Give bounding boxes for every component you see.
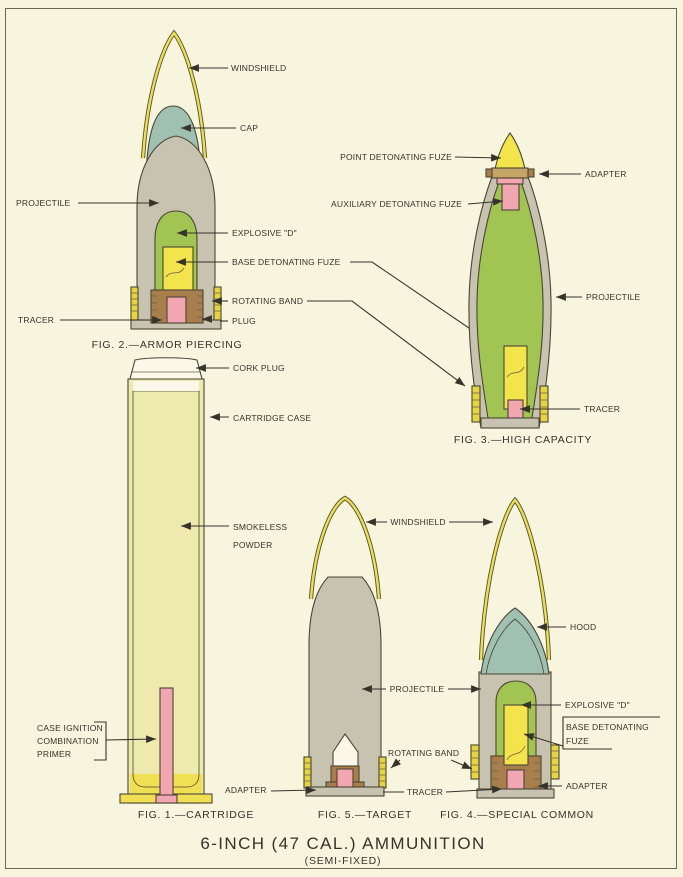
fig3-band-ribs [472,392,548,415]
fig4-fuze-bracket [562,716,660,750]
plate-subtitle: (SEMI-FIXED) [305,855,382,867]
fig4-special-common: HOOD EXPLOSIVE "D" BASE DETONATING FUZE … [440,496,660,821]
fig4-fuze-seam [506,745,526,761]
fig3-fuze-seam [506,366,525,378]
fig4-rotating-band-right [550,744,560,780]
fig2-tracer-label: TRACER [18,315,54,325]
fig4-explosive-label: EXPLOSIVE "D" [565,700,630,710]
fig3-aux-fuze-flange [496,177,524,185]
fig1-primer [159,687,174,797]
fig3-projectile-label: PROJECTILE [586,292,641,302]
fig3-high-capacity: POINT DETONATING FUZE ADAPTER AUXILIARY … [331,132,641,446]
fig3-base-plate [480,417,540,429]
fig5-caption: FIG. 5.—TARGET [318,809,412,821]
fig2-windshield [141,31,207,159]
fig3-adapter-label: ADAPTER [585,169,627,179]
fig3-aux-fuze [501,183,520,211]
fig3-point-fuze-label: POINT DETONATING FUZE [340,152,452,162]
fig4-hood [480,607,550,675]
fig4-windshield [479,498,551,661]
fig1-case-label: CARTRIDGE CASE [233,413,311,423]
fig1-cartridge: CORK PLUG CARTRIDGE CASE SMOKELESS POWDE… [37,357,311,821]
fig2-tracer [166,296,187,324]
fig1-powder-label-line1: SMOKELESS [233,522,287,532]
fig45-tracer-label: TRACER [407,787,443,797]
fig1-primer-label-line3: PRIMER [37,749,71,759]
fig4-fuze-arrow [523,733,564,747]
fig2-fuze-seam [165,267,185,278]
fig5-adapter-arrow [270,786,317,795]
fig4-adapter-label: ADAPTER [566,781,608,791]
fig45-band-arrow-left [390,758,401,769]
fig1-primer-arrow [105,735,157,744]
fig5-windshield [309,496,381,600]
fig1-cork-plug [129,357,203,380]
fig4-base-fuze [503,704,529,766]
fig4-band-ribs [471,750,559,773]
fig1-powder [132,390,200,788]
plate-title: 6-INCH (47 CAL.) AMMUNITION [200,834,485,853]
fig5-rotating-band-left [303,756,312,789]
fig1-primer-label-line1: CASE IGNITION [37,723,103,733]
fig2-windshield-label: WINDSHIELD [231,63,286,73]
fig2-armor-piercing: WINDSHIELD CAP PROJECTILE EXPLOSIVE "D" … [16,29,511,387]
fig4-fuze-label-line1: BASE DETONATING [566,722,649,732]
fig45-band-label: ROTATING BAND [388,748,459,758]
fig3-tracer-label: TRACER [584,404,620,414]
page-border [5,8,677,869]
fig3-point-fuze-arrow [454,153,502,162]
fig2-to-fig3-fuze-arrow [350,261,511,357]
fig2-base-fuze-label: BASE DETONATING FUZE [232,257,341,267]
fig5-target: ADAPTER FIG. 5.—TARGET [225,495,412,821]
fig45-shared-labels: WINDSHIELD PROJECTILE ROTATING BAND TRAC… [362,517,503,797]
fig4-caption: FIG. 4.—SPECIAL COMMON [440,809,594,821]
fig5-band-ribs [304,762,386,782]
fig3-aux-fuze-label: AUXILIARY DETONATING FUZE [331,199,462,209]
fig5-rotating-band-right [378,756,387,789]
fig3-rotating-band-left [471,385,481,423]
fig1-caption: FIG. 1.—CARTRIDGE [138,809,254,821]
fig45-tracer-arrow-right [445,785,503,794]
fig45-projectile-label: PROJECTILE [390,684,445,694]
fig2-caption: FIG. 2.—ARMOR PIERCING [92,339,243,351]
fig2-plug-label: PLUG [232,316,256,326]
fig4-rotating-band-left [470,744,480,780]
fig2-cap-label: CAP [240,123,258,133]
fig2-rotating-band-right [213,286,222,321]
fig3-caption: FIG. 3.—HIGH CAPACITY [454,434,592,446]
fig3-rotating-band-right [539,385,549,423]
fig1-primer-head [155,794,178,804]
fig3-aux-fuze-arrow [467,198,504,206]
fig2-to-fig3-band-arrow [307,300,466,387]
fig2-explosive-label: EXPLOSIVE "D" [232,228,297,238]
fig5-base-plate [305,786,385,797]
fig4-hood-label: HOOD [570,622,596,632]
fig1-primer-label-line2: COMBINATION [37,736,99,746]
fig1-cork-label: CORK PLUG [233,363,285,373]
fig5-adapter-label: ADAPTER [225,785,267,795]
fig1-case-mouth [133,381,199,391]
plate-title-block: 6-INCH (47 CAL.) AMMUNITION (SEMI-FIXED) [200,834,485,867]
fig4-base-plate [476,788,555,799]
fig1-primer-bracket [94,721,107,761]
fig2-band-label: ROTATING BAND [232,296,303,306]
fig45-windshield-label: WINDSHIELD [390,517,445,527]
fig1-powder-label-line2: POWDER [233,540,272,550]
fig3-adapter [491,167,529,179]
fig2-rotating-band-left [130,286,139,321]
fig45-band-arrow-right [450,759,473,770]
fig5-body [308,576,382,790]
fig2-projectile-label: PROJECTILE [16,198,71,208]
fig4-nose [485,618,545,675]
fig4-fuze-label-line2: FUZE [566,736,589,746]
